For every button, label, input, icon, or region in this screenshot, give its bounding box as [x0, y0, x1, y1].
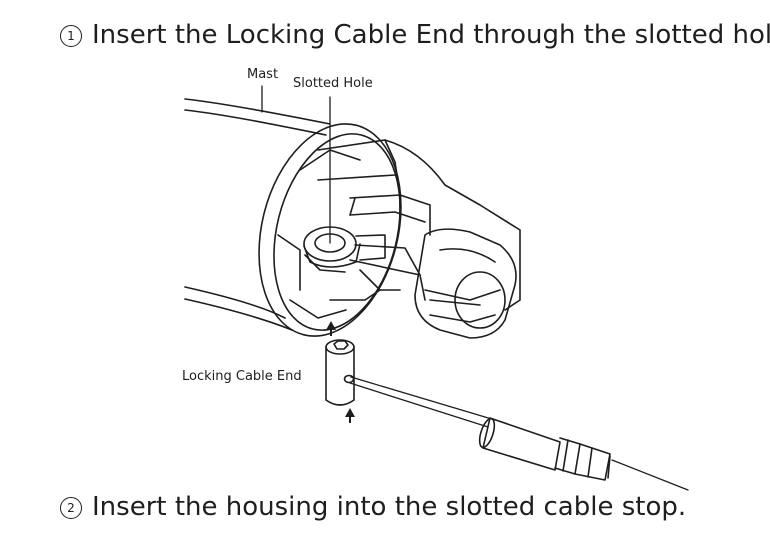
clamp-block: [414, 228, 517, 339]
mast-label: Mast: [247, 67, 279, 82]
locking-cable-end: [325, 339, 355, 406]
cable-wire: [349, 376, 689, 491]
step-2-instruction: 2 Insert the housing into the slotted cab…: [60, 492, 686, 522]
flange-disc: [258, 123, 402, 337]
arrow-up-upper: [326, 321, 336, 336]
step-1-text: Insert the Locking Cable End through the…: [92, 20, 770, 50]
slotted-hole-label: Slotted Hole: [293, 76, 373, 91]
insert-arrows: [326, 321, 355, 423]
step-1-number: 1: [60, 25, 82, 47]
arrow-up-lower: [345, 408, 355, 423]
step-2-text: Insert the housing into the slotted cabl…: [92, 492, 687, 522]
cable-stop-body: [304, 139, 521, 311]
locking-cable-end-label: Locking Cable End: [182, 369, 302, 384]
slotted-hole-eye: [303, 226, 386, 268]
step-1-instruction: 1 Insert the Locking Cable End through th…: [60, 20, 770, 50]
cable-housing: [478, 417, 611, 481]
step-2-number: 2: [60, 497, 82, 519]
mast-tube: [184, 98, 331, 331]
leader-lines: [261, 85, 331, 244]
